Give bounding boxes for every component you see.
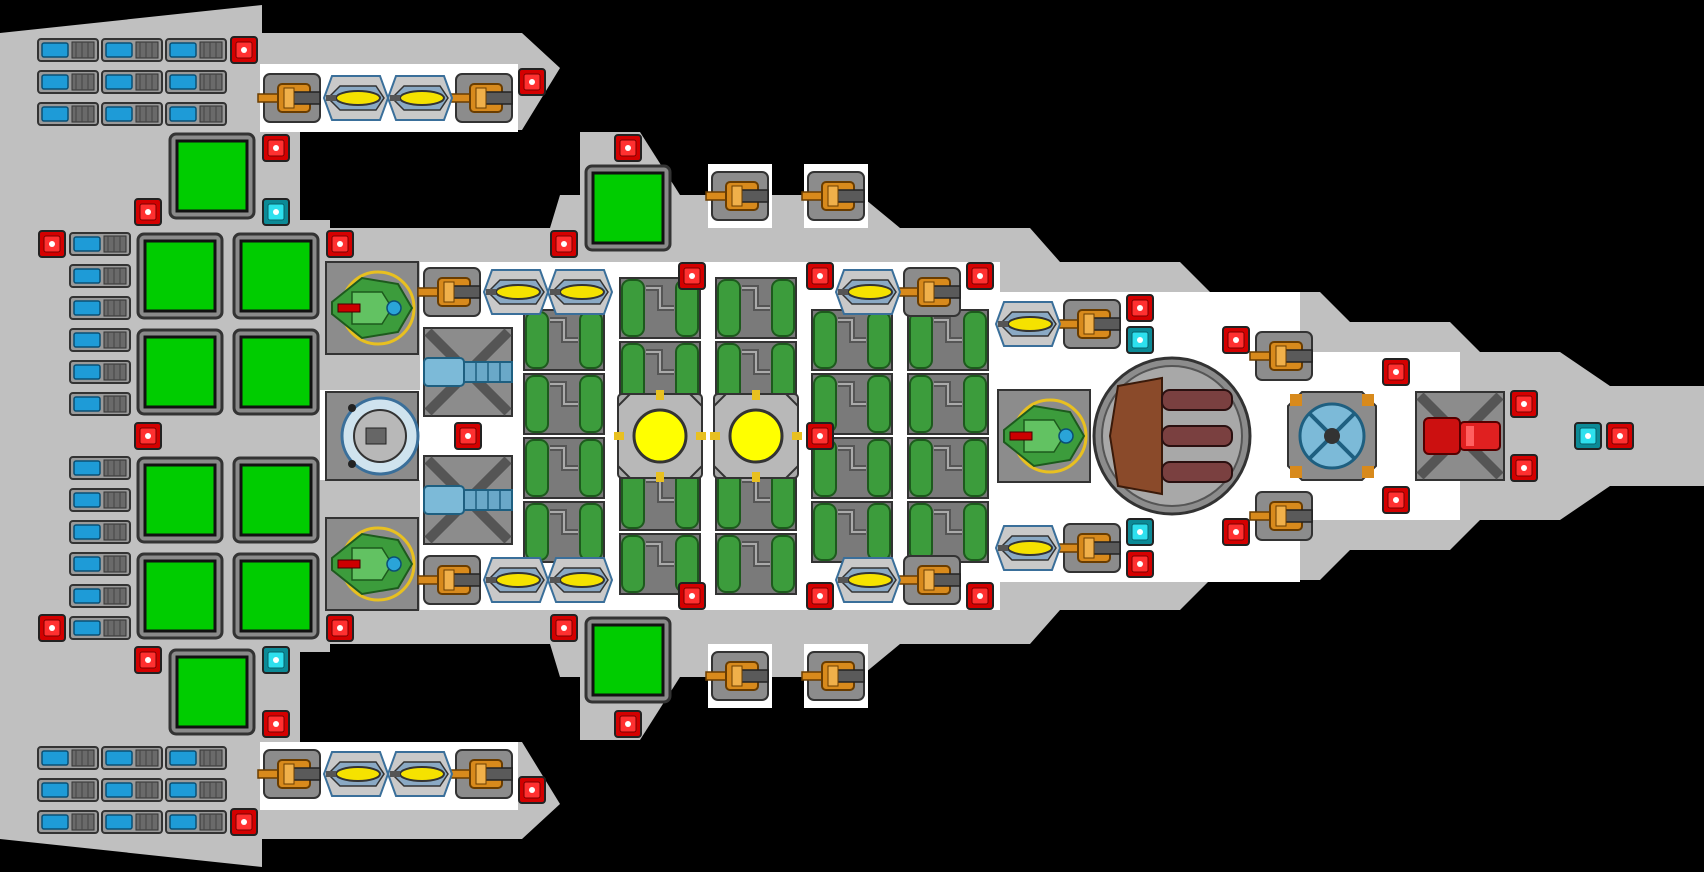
shield-generator	[325, 391, 420, 481]
rear-thruster-bank-top	[37, 38, 227, 126]
sensor-hub	[1287, 391, 1377, 481]
rear-thruster-bank-bottom	[37, 746, 227, 834]
main-cannon	[1092, 356, 1252, 516]
heavy-red-turret	[1415, 391, 1505, 481]
